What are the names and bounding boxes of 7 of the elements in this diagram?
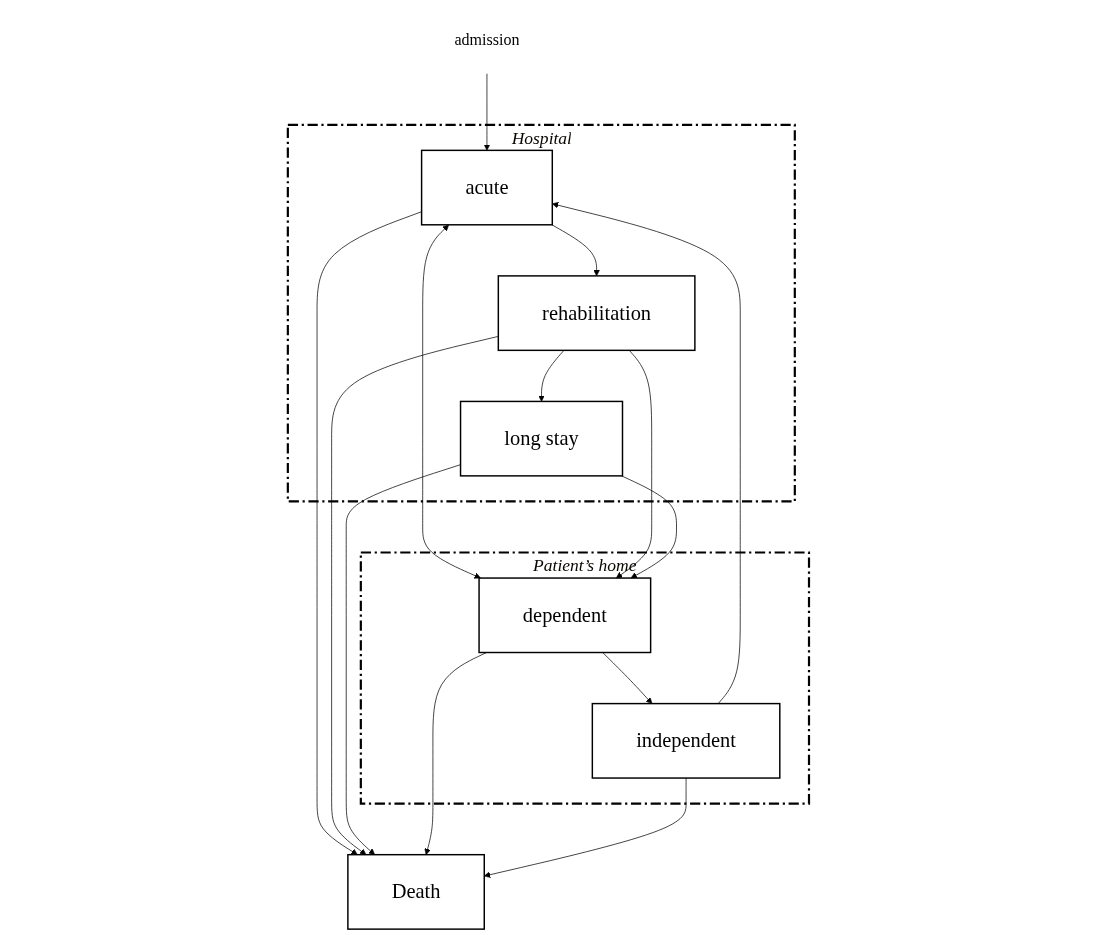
node-box: acute [420, 149, 554, 226]
node-box: long stay [459, 400, 624, 477]
node-box: independent [591, 702, 781, 779]
node-box: Death [347, 853, 486, 930]
node-box: dependent [478, 577, 652, 654]
node-box: rehabilitation [497, 275, 696, 352]
node-text: admission [454, 30, 520, 49]
